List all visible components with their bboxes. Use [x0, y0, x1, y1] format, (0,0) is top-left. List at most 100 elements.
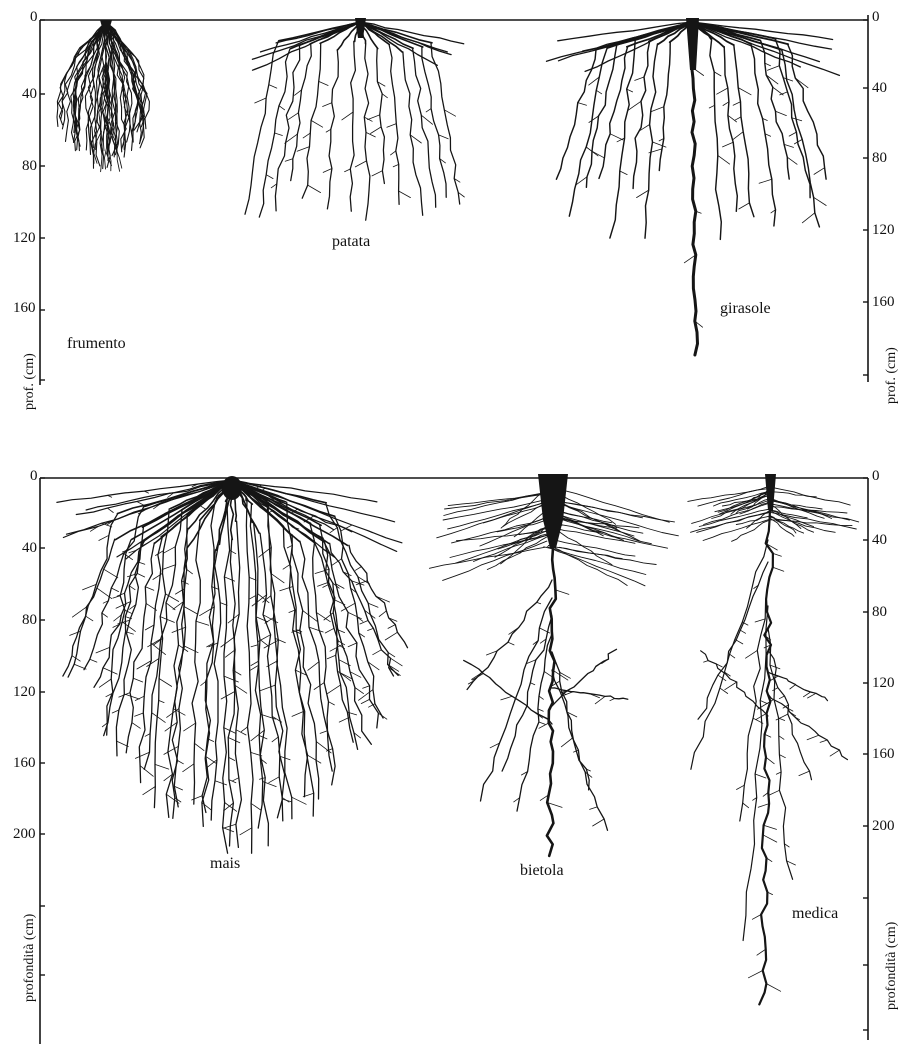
medica-taproot-lateral	[752, 915, 761, 920]
mais-lower-lateral	[320, 731, 327, 734]
mais-lower-lateral	[172, 627, 186, 632]
medica-fibrous	[691, 512, 771, 532]
mais-lower	[104, 527, 144, 735]
mais-lower-lateral	[228, 738, 240, 743]
mais-lower-lateral	[102, 613, 108, 617]
girasole-root-lower-15-lateral	[814, 168, 825, 175]
girasole-root-lower-0-lateral	[578, 103, 587, 106]
mais-lower-lateral	[368, 603, 378, 607]
medica-branch-lateral	[779, 736, 784, 740]
girasole-root-lower-1	[569, 48, 607, 216]
mais-lower-lateral	[72, 607, 86, 617]
mais-lower-lateral	[184, 723, 196, 731]
mais-lower	[166, 515, 187, 817]
tick-bottom-right-80: 80	[872, 604, 887, 621]
bietola-branch-lateral	[610, 699, 615, 701]
mais-lower-lateral	[250, 596, 256, 599]
medica-branch-lateral	[779, 755, 785, 758]
tick-top-left-0: 0	[30, 9, 38, 26]
girasole-root-lower-6-lateral	[653, 142, 667, 147]
medica-branch-lateral	[769, 790, 780, 795]
tick-bottom-left-120: 120	[13, 684, 36, 701]
medica-taproot-lateral	[766, 984, 780, 992]
medica-branch-lateral	[730, 654, 735, 658]
mais-lower-lateral	[96, 647, 110, 653]
girasole-root-lower-12-lateral	[784, 144, 793, 147]
mais-lower	[228, 539, 235, 846]
bietola-fibrous	[560, 547, 623, 558]
mais-lower-lateral	[225, 803, 237, 812]
mais-lower-lateral	[308, 662, 319, 671]
bietola-branch-lateral	[530, 683, 534, 685]
mais-lower	[68, 513, 118, 677]
patata-root-lower-9-lateral	[399, 191, 411, 198]
bietola-fibrous	[563, 490, 670, 522]
mais-lower-lateral	[325, 628, 334, 633]
girasole-root-lower-7-lateral	[651, 107, 664, 112]
mais-lower	[116, 543, 141, 756]
y-title-top-right: prof. (cm)	[884, 347, 900, 404]
mais-lower-lateral	[241, 727, 247, 732]
girasole-root-lower-1-lateral	[596, 90, 601, 94]
patata-root-lower-7	[364, 44, 370, 220]
mais-lower-lateral	[224, 676, 238, 682]
mais-lower-lateral	[111, 588, 118, 592]
patata-root-lower-1-lateral	[266, 175, 273, 179]
girasole-root-lower-5-lateral	[635, 77, 644, 80]
mais-lower-lateral	[251, 645, 258, 647]
patata-root-lower-6-lateral	[345, 169, 351, 172]
mais-lower-lateral	[240, 828, 252, 835]
patata-root-lower-12-lateral	[426, 109, 431, 112]
girasole-root-lower-11	[751, 43, 776, 226]
patata-root-lower-6-lateral	[342, 112, 353, 120]
bietola-fibrous	[450, 534, 554, 558]
patata-root-lower-9-lateral	[391, 151, 396, 155]
mais-lower-lateral	[292, 797, 307, 804]
mais-lower-lateral	[152, 713, 166, 723]
mais-lower-lateral	[160, 617, 174, 623]
patata-root-lower-9-lateral	[387, 124, 396, 128]
bietola-branch-lateral	[539, 722, 545, 724]
patata-root-lower-4-lateral	[311, 120, 323, 127]
patata-crown	[355, 18, 366, 38]
mais-lower-lateral	[206, 756, 217, 763]
patata-root-lower-6	[350, 41, 355, 211]
bietola-fibrous	[544, 547, 646, 575]
medica-branch-lateral	[704, 661, 709, 663]
medica-branch-lateral	[820, 740, 827, 742]
plant-label-frumento: frumento	[67, 335, 126, 353]
patata-root-lower-5-lateral	[323, 103, 332, 107]
mais-lower-lateral	[250, 665, 258, 670]
medica-branch-lateral	[743, 803, 749, 808]
mais-lower-lateral	[86, 616, 93, 621]
bietola-fibrous	[429, 547, 544, 568]
mais-lower	[192, 521, 200, 804]
mais-lower-lateral	[162, 565, 175, 570]
bietola-branch-lateral	[539, 696, 543, 699]
medica-branch-lateral	[760, 701, 767, 704]
mais-surface-lateral	[144, 491, 148, 493]
mais-lower-lateral	[206, 760, 217, 769]
mais-lower-lateral	[329, 702, 335, 705]
medica-taproot-lateral	[757, 949, 766, 955]
mais-lower-lateral	[133, 678, 142, 682]
mais-lower-lateral	[251, 661, 259, 665]
medica-taproot-lateral	[763, 835, 777, 842]
mais-lower-lateral	[99, 679, 111, 687]
girasole-root-lower-14	[782, 50, 820, 227]
patata-root-lower-4-lateral	[319, 81, 328, 85]
mais-lower-lateral	[153, 638, 162, 645]
medica-taproot-lateral	[773, 567, 784, 571]
medica-branch-lateral	[737, 785, 745, 789]
mais-lower-lateral	[368, 628, 374, 630]
mais-lower-lateral	[360, 621, 368, 625]
mais-lower-lateral	[280, 587, 293, 591]
girasole-root-lower-2-lateral	[589, 116, 599, 123]
girasole-root-lower-10-lateral	[735, 117, 741, 120]
patata-root-lower-4-lateral	[297, 147, 309, 152]
mais-lower-lateral	[140, 766, 153, 777]
mais-lower-lateral	[221, 637, 235, 647]
mais-lower-lateral	[391, 658, 403, 666]
medica-branch-lateral	[830, 750, 839, 756]
